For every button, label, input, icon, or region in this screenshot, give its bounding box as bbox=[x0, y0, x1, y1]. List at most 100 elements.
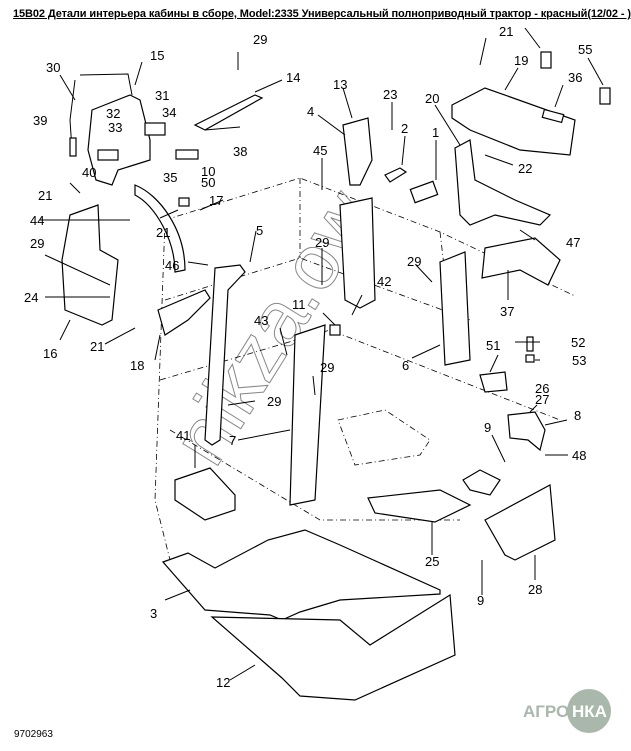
trim-37 bbox=[481, 237, 561, 286]
callout-25[interactable]: 25 bbox=[425, 554, 439, 569]
callout-15[interactable]: 15 bbox=[150, 48, 164, 63]
pillar-trim-7 bbox=[289, 324, 326, 506]
callout-29-pillar[interactable]: 29 bbox=[320, 360, 334, 375]
callout-29-left[interactable]: 29 bbox=[30, 236, 44, 251]
callout-26[interactable]: 26 bbox=[535, 381, 549, 396]
callout-33[interactable]: 33 bbox=[108, 120, 122, 135]
callout-19[interactable]: 19 bbox=[514, 53, 528, 68]
block-11 bbox=[329, 324, 341, 336]
logo-text-circle: НКА bbox=[572, 702, 607, 721]
callout-8[interactable]: 8 bbox=[574, 408, 581, 423]
callout-12[interactable]: 12 bbox=[216, 675, 230, 690]
pillar-trim-5 bbox=[204, 264, 246, 446]
callout-44[interactable]: 44 bbox=[30, 213, 44, 228]
callout-16[interactable]: 16 bbox=[43, 346, 57, 361]
callout-41[interactable]: 41 bbox=[176, 428, 190, 443]
plate-38 bbox=[175, 149, 199, 160]
callout-43[interactable]: 43 bbox=[254, 313, 268, 328]
callout-31[interactable]: 31 bbox=[155, 88, 169, 103]
callout-10[interactable]: 10 bbox=[201, 164, 215, 179]
callout-30[interactable]: 30 bbox=[46, 60, 60, 75]
callout-11[interactable]: 11 bbox=[292, 297, 306, 312]
agronka-logo: АГРО НКА bbox=[523, 689, 611, 733]
floor-box bbox=[337, 409, 431, 466]
callout-labels: 1 2 3 4 5 6 7 8 9 9 10 11 12 13 14 15 16… bbox=[24, 24, 592, 690]
plug-55 bbox=[599, 87, 611, 105]
callout-24[interactable]: 24 bbox=[24, 290, 38, 305]
callout-29-top[interactable]: 29 bbox=[253, 32, 267, 47]
callout-51[interactable]: 51 bbox=[486, 338, 500, 353]
bracket-18 bbox=[157, 289, 211, 336]
callout-50[interactable]: 50 bbox=[201, 175, 215, 190]
callout-27[interactable]: 27 bbox=[535, 392, 549, 407]
callout-53[interactable]: 53 bbox=[572, 353, 586, 368]
floor-mat-12 bbox=[210, 593, 456, 701]
callout-1[interactable]: 1 bbox=[432, 125, 439, 140]
clip-2 bbox=[384, 167, 408, 183]
bracket-14 bbox=[193, 94, 264, 131]
callout-35[interactable]: 35 bbox=[163, 170, 177, 185]
logo-text-left: АГРО bbox=[523, 702, 569, 721]
plug-50 bbox=[178, 197, 190, 207]
document-number: 9702963 bbox=[14, 729, 53, 740]
callout-21-lower[interactable]: 21 bbox=[90, 339, 104, 354]
callout-40[interactable]: 40 bbox=[82, 165, 96, 180]
callout-32[interactable]: 32 bbox=[106, 106, 120, 121]
callout-17[interactable]: 17 bbox=[209, 193, 223, 208]
center-column bbox=[339, 197, 376, 309]
plate-36 bbox=[541, 108, 565, 124]
callout-46[interactable]: 46 bbox=[165, 258, 179, 273]
lens-1 bbox=[409, 180, 439, 204]
nut-53 bbox=[525, 354, 535, 363]
callout-21-top[interactable]: 21 bbox=[499, 24, 513, 39]
callout-9-upper[interactable]: 9 bbox=[484, 420, 491, 435]
callout-36[interactable]: 36 bbox=[568, 70, 582, 85]
callout-42[interactable]: 42 bbox=[377, 274, 391, 289]
callout-55[interactable]: 55 bbox=[578, 42, 592, 57]
bracket-8 bbox=[507, 411, 546, 452]
callout-5[interactable]: 5 bbox=[256, 223, 263, 238]
callout-7[interactable]: 7 bbox=[229, 433, 236, 448]
callout-47[interactable]: 47 bbox=[566, 235, 580, 250]
callout-21-left[interactable]: 21 bbox=[38, 188, 52, 203]
side-panel-16 bbox=[61, 204, 119, 326]
callout-6[interactable]: 6 bbox=[402, 358, 409, 373]
callout-48[interactable]: 48 bbox=[572, 448, 586, 463]
callout-38[interactable]: 38 bbox=[233, 144, 247, 159]
callout-52[interactable]: 52 bbox=[571, 335, 585, 350]
callout-45[interactable]: 45 bbox=[313, 143, 327, 158]
floor-mat-3 bbox=[161, 529, 441, 621]
callout-2[interactable]: 2 bbox=[401, 121, 408, 136]
callout-14[interactable]: 14 bbox=[286, 70, 300, 85]
leader-lines bbox=[40, 27, 604, 681]
pillar-trim-6 bbox=[439, 251, 471, 366]
console-19 bbox=[451, 87, 576, 156]
callout-29-right[interactable]: 29 bbox=[407, 254, 421, 269]
plate-51 bbox=[479, 371, 508, 393]
callout-4[interactable]: 4 bbox=[307, 104, 314, 119]
callout-34[interactable]: 34 bbox=[162, 105, 176, 120]
callout-29-center[interactable]: 29 bbox=[315, 235, 329, 250]
callout-21-mid[interactable]: 21 bbox=[156, 225, 170, 240]
callout-37[interactable]: 37 bbox=[500, 304, 514, 319]
tray-41 bbox=[174, 467, 236, 521]
callout-9-lower[interactable]: 9 bbox=[477, 593, 484, 608]
callout-18[interactable]: 18 bbox=[130, 358, 144, 373]
callout-22[interactable]: 22 bbox=[518, 161, 532, 176]
callout-28[interactable]: 28 bbox=[528, 582, 542, 597]
screw-52 bbox=[526, 336, 534, 352]
mat-25 bbox=[367, 489, 472, 523]
callout-23[interactable]: 23 bbox=[383, 87, 397, 102]
callout-13[interactable]: 13 bbox=[333, 77, 347, 92]
panel-17 bbox=[134, 184, 186, 273]
side-trim-20 bbox=[454, 139, 552, 226]
callout-39[interactable]: 39 bbox=[33, 113, 47, 128]
plate-9 bbox=[462, 469, 501, 496]
callout-29-lower[interactable]: 29 bbox=[267, 394, 281, 409]
logo-circle bbox=[567, 689, 611, 733]
callout-20[interactable]: 20 bbox=[425, 91, 439, 106]
callout-3[interactable]: 3 bbox=[150, 606, 157, 621]
dashboard-panel-15 bbox=[69, 73, 166, 186]
plug-unlabeled bbox=[540, 51, 552, 69]
